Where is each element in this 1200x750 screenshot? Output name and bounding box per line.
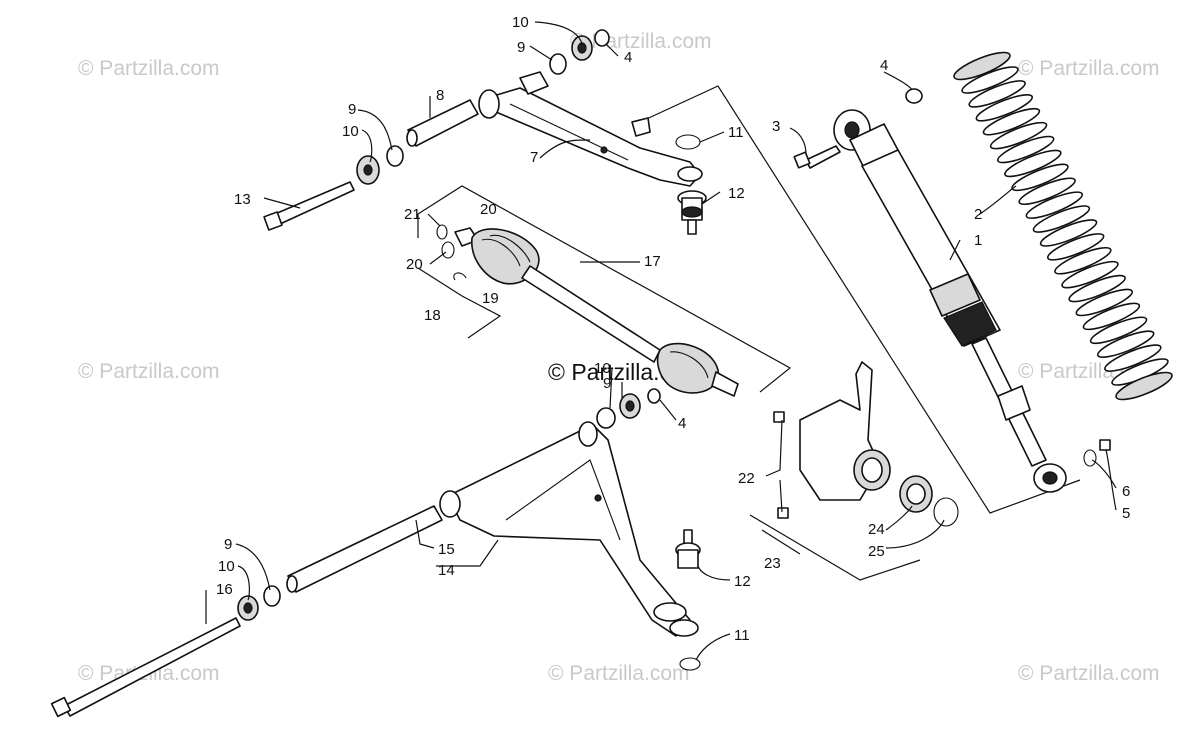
callout-9: 9 [517,39,525,56]
top-hardware [549,29,610,75]
axle-assembly-outline [417,185,792,393]
callout-20: 20 [406,256,423,273]
spring-coil [1054,246,1112,275]
spring-coil [989,121,1048,150]
callout-labels: 10 9 4 9 10 8 7 11 12 13 21 20 20 19 18 … [216,14,1130,644]
knuckle-assembly-outline [749,514,921,581]
watermark: © Partzilla.com [1018,662,1160,685]
spring-coil [1104,344,1162,372]
callout-7: 7 [530,149,538,166]
spring-coil [1096,330,1155,358]
spring-seat [1115,371,1173,401]
spring-coil [1082,302,1141,331]
callout-9: 9 [603,375,611,392]
callout-5: 5 [1122,505,1130,522]
watermark: © Partzilla.com [548,662,690,685]
bolt-lower [50,617,241,718]
lower-left-hardware [237,585,281,621]
callout-12: 12 [728,185,745,202]
spring-coil [1039,219,1098,247]
pivot-tube-lower [286,505,443,593]
spring-coil [1061,260,1119,289]
spring-coil [996,135,1055,164]
callout-17: 17 [644,253,661,270]
callout-10: 10 [594,360,611,377]
callout-13: 13 [234,191,251,208]
cv-axle [454,227,739,397]
watermark: © Partzilla.com [78,360,220,383]
callout-25: 25 [868,543,885,560]
shock-assembly-outline [639,85,1081,514]
spring-coil [1075,288,1134,317]
callout-1: 1 [974,232,982,249]
spring-coil [1068,274,1126,303]
callout-10: 10 [512,14,529,31]
callout-6: 6 [1122,483,1130,500]
bolt-upper [263,181,355,231]
callout-12: 12 [734,573,751,590]
upper-a-arm [478,71,703,187]
callout-3: 3 [772,118,780,135]
callout-20: 20 [480,201,497,218]
spring-coil [961,66,1019,94]
callout-16: 16 [216,581,233,598]
lower-ball-joint [675,529,701,671]
callout-9: 9 [224,536,232,553]
steering-knuckle [773,361,891,519]
spring-coil [1032,205,1091,233]
callout-15: 15 [438,541,455,558]
callout-19: 19 [482,290,499,307]
spring-seat [953,51,1011,81]
callout-22: 22 [738,470,755,487]
upper-ball-joint [675,134,707,235]
callout-4: 4 [678,415,686,432]
callout-24: 24 [868,521,885,538]
wheel-bearing [899,475,959,527]
spring-coil [982,107,1041,136]
watermark: © Partzilla.com [1018,57,1160,80]
callout-2: 2 [974,206,982,223]
spring-coil [975,94,1034,122]
spring-coil [1018,177,1076,206]
assembly-outlines [417,85,1081,581]
coil-spring [953,51,1173,401]
callout-14: 14 [438,562,455,579]
pivot-tube-upper [406,99,479,147]
lower-shock-hardware [1083,439,1111,467]
spring-coil [1046,233,1105,261]
watermark-group: © Partzilla.com © Partzilla.com © Partzi… [78,30,1160,685]
callout-10: 10 [218,558,235,575]
axle-circlips [436,224,467,281]
callout-23: 23 [764,555,781,572]
callout-11: 11 [734,627,750,644]
mid-hardware [596,388,661,429]
watermark: © Partzilla.com [78,57,220,80]
spring-coil [1004,149,1062,178]
callout-4: 4 [624,49,632,66]
shock-bolt [793,88,923,169]
callout-10: 10 [342,123,359,140]
callout-21: 21 [404,206,421,223]
callout-9: 9 [348,101,356,118]
leader-lines [205,21,1117,661]
shock-absorber [833,109,1067,493]
boot-kit-outline [417,267,502,339]
callout-11: 11 [728,124,744,141]
callout-8: 8 [436,87,444,104]
spring-coil [1025,191,1084,219]
upper-left-hardware [356,145,404,185]
lower-a-arm [439,421,699,637]
callout-18: 18 [424,307,441,324]
callout-4: 4 [880,57,888,74]
spring-coil [1089,316,1148,345]
spring-coil [968,80,1026,108]
